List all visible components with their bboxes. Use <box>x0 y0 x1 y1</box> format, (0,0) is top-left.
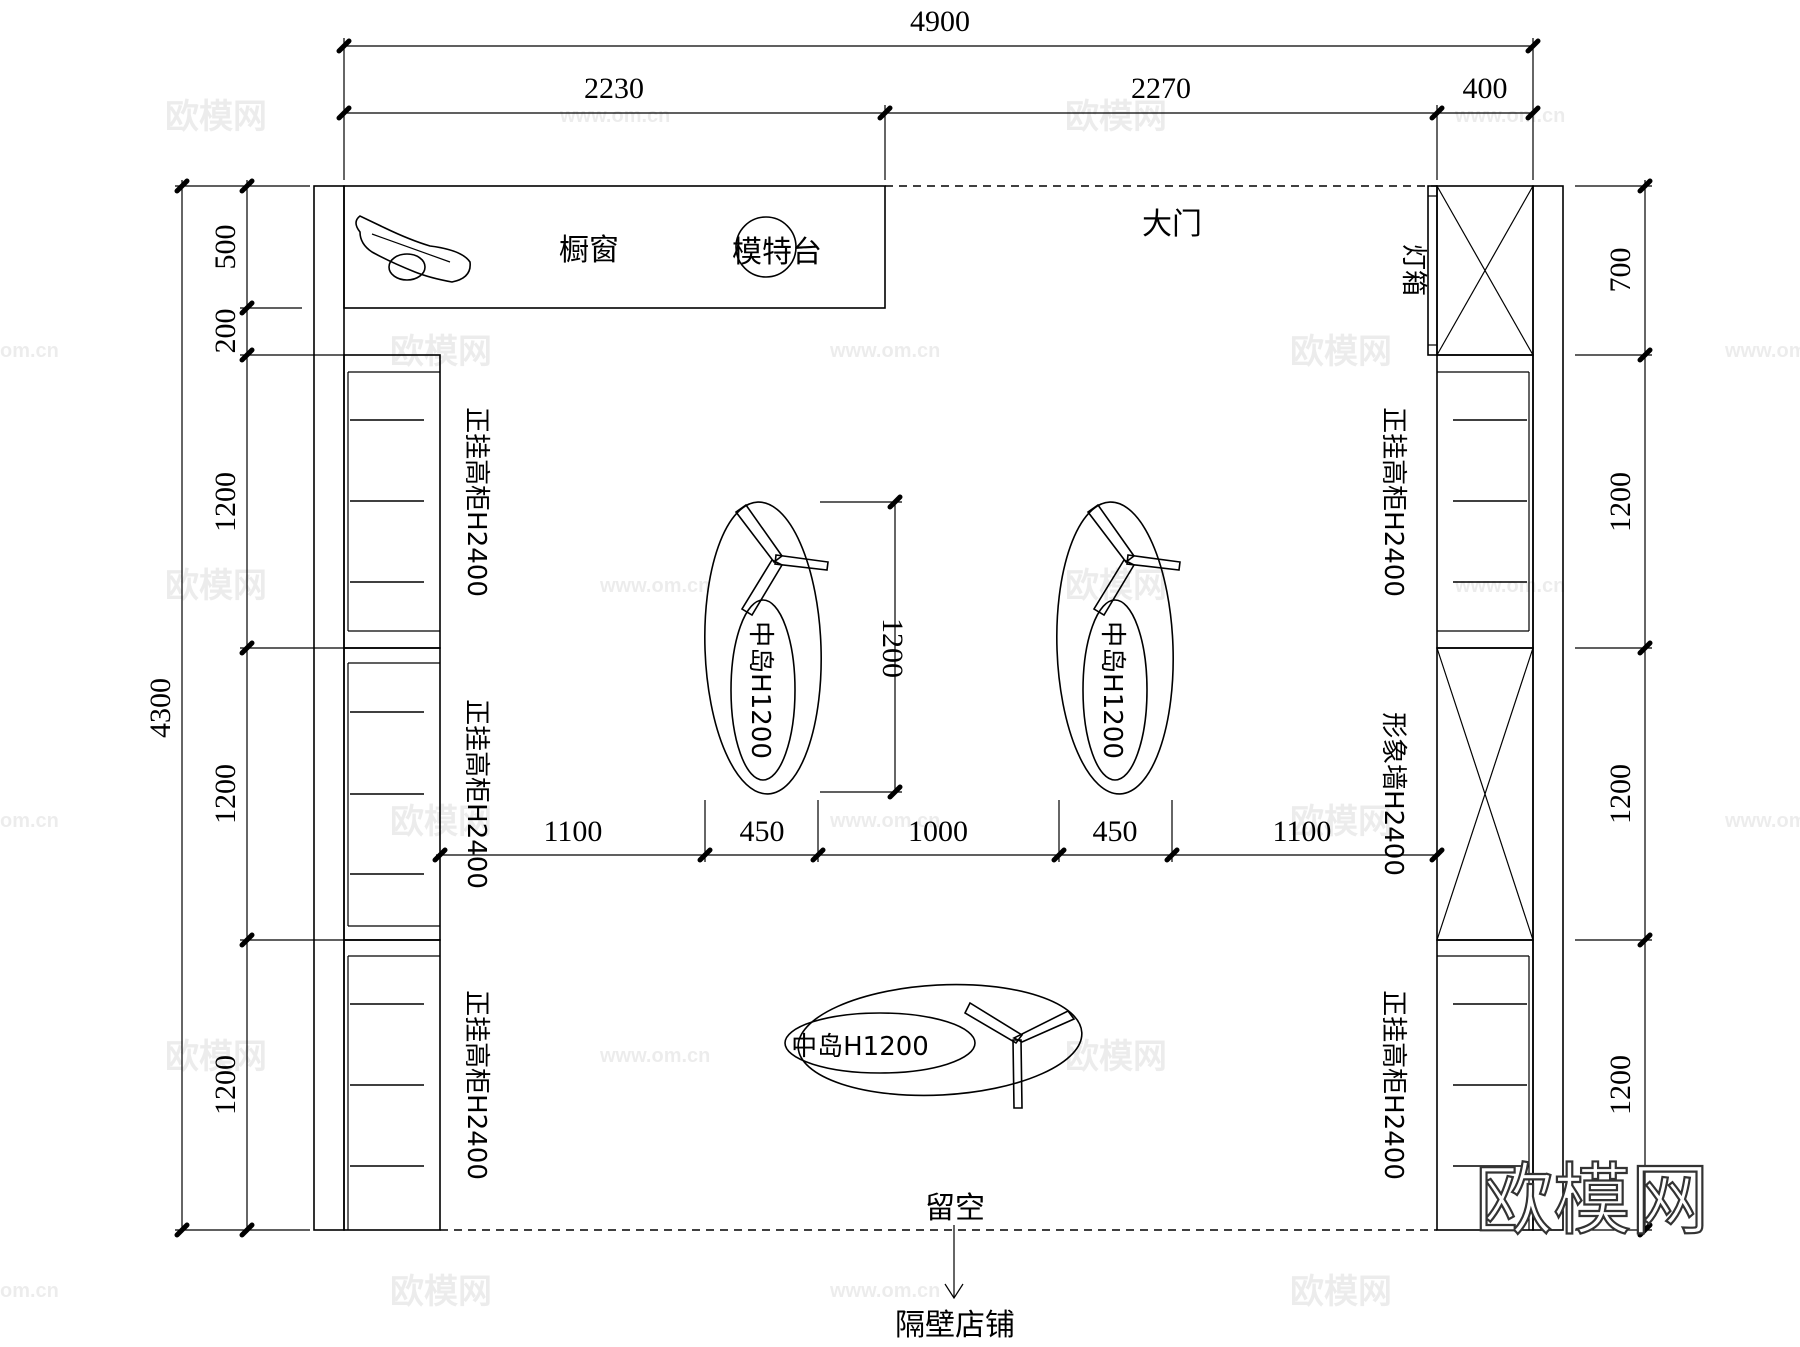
dim-h-1100-left: 1100 <box>544 815 603 848</box>
watermark-text: 欧模网 <box>1065 97 1167 137</box>
dim-island-height: 1200 <box>876 618 909 678</box>
watermark-url: www.om.cn <box>1454 575 1565 597</box>
dim-top-right: 400 <box>1463 72 1508 105</box>
left-cabinet-3: 正挂高柜H2400 <box>343 939 491 1231</box>
clothes-rack-icon <box>734 503 829 617</box>
top-dimension-chain: 4900 2230 2270 400 <box>336 5 1541 180</box>
island-right: 中岛H1200 <box>1056 501 1181 795</box>
watermark-url: www.om.cn <box>829 340 940 362</box>
right-wall <box>1532 185 1564 1231</box>
image-wall-label: 形象墙H2400 <box>1378 712 1408 876</box>
light-box: 灯箱 <box>1398 185 1534 356</box>
right-dimension-chain: 700 1200 1200 1200 <box>1575 178 1653 1238</box>
watermark-url: www.om.cn <box>1724 340 1800 362</box>
dim-left-1200-b: 1200 <box>209 764 242 824</box>
main-door-label: 大门 <box>1142 207 1202 242</box>
dim-left-1200-c: 1200 <box>209 1055 242 1115</box>
left-cabinet-1: 正挂高柜H2400 <box>343 354 491 649</box>
watermark-url: www.om.cn <box>829 1280 940 1302</box>
left-cabinet-3-label: 正挂高柜H2400 <box>461 990 491 1180</box>
right-cabinet-1: 正挂高柜H2400 <box>1378 354 1534 649</box>
watermark-text: 欧模网 <box>390 1272 492 1312</box>
watermark-text: 欧模网 <box>1065 1037 1167 1077</box>
island-bottom: 中岛H1200 <box>784 983 1083 1109</box>
watermark-url: www.om.cn <box>599 575 710 597</box>
watermark-layer: 欧模网 www.om.cn 欧模网 www.om.cn om.cn 欧模网 ww… <box>0 97 1800 1312</box>
dim-top-left: 2230 <box>584 72 644 105</box>
om-logo-watermark: 欧模网 <box>1475 1156 1709 1246</box>
window-platform <box>343 185 886 309</box>
island-left-label: 中岛H1200 <box>745 621 775 759</box>
island-height-dimension: 1200 <box>820 494 909 800</box>
left-wall <box>313 185 345 1231</box>
watermark-text: 欧模网 <box>1290 332 1392 372</box>
watermark-text: 欧模网 <box>1290 802 1392 842</box>
model-stage-icon <box>735 216 797 278</box>
dim-left-1200-a: 1200 <box>209 472 242 532</box>
horizontal-dimension-chain: 1100 450 1000 450 1100 <box>432 800 1445 863</box>
dim-right-1200-c: 1200 <box>1604 1055 1637 1115</box>
image-wall: 形象墙H2400 <box>1378 647 1534 941</box>
window-label: 橱窗 <box>559 233 619 268</box>
left-cabinet-1-label: 正挂高柜H2400 <box>461 407 491 597</box>
dim-overall-width: 4900 <box>910 5 970 38</box>
dim-right-700: 700 <box>1604 248 1637 293</box>
dim-h-450-right: 450 <box>1093 815 1138 848</box>
left-cabinet-2-label: 正挂高柜H2400 <box>461 699 491 889</box>
leave-open-label: 留空 <box>925 1191 985 1226</box>
dim-right-1200-a: 1200 <box>1604 472 1637 532</box>
watermark-url: om.cn <box>0 1280 59 1302</box>
island-left: 中岛H1200 <box>704 501 829 795</box>
watermark-url: www.om.cn <box>559 105 670 127</box>
right-cabinet-1-label: 正挂高柜H2400 <box>1378 407 1408 597</box>
next-shop-label: 隔壁店铺 <box>895 1308 1015 1343</box>
watermark-text: 欧模网 <box>165 97 267 137</box>
right-cabinet-3: 正挂高柜H2400 <box>1378 939 1534 1231</box>
dim-h-450-left: 450 <box>740 815 785 848</box>
left-dimension-chain: 4300 500 200 1200 1200 1200 <box>144 178 345 1238</box>
watermark-text: 欧模网 <box>1290 1272 1392 1312</box>
watermark-url: www.om.cn <box>599 1045 710 1067</box>
dim-right-1200-b: 1200 <box>1604 764 1637 824</box>
light-box-label: 灯箱 <box>1398 244 1428 296</box>
right-cabinet-3-label: 正挂高柜H2400 <box>1378 990 1408 1180</box>
dim-left-500: 500 <box>209 225 242 270</box>
mannequin-icon <box>355 215 471 283</box>
clothes-rack-icon <box>963 1001 1076 1109</box>
watermark-url: www.om.cn <box>1454 105 1565 127</box>
clothes-rack-icon <box>1086 503 1181 617</box>
arrow-down-icon <box>944 1225 964 1300</box>
island-right-label: 中岛H1200 <box>1097 621 1127 759</box>
watermark-text: 欧模网 <box>390 802 492 842</box>
watermark-url: www.om.cn <box>1724 810 1800 832</box>
watermark-url: www.om.cn <box>829 810 940 832</box>
watermark-url: om.cn <box>0 340 59 362</box>
island-bottom-label: 中岛H1200 <box>791 1032 929 1062</box>
watermark-url: om.cn <box>0 810 59 832</box>
dim-overall-depth: 4300 <box>144 678 177 738</box>
watermark-text: 欧模网 <box>390 332 492 372</box>
dim-h-1100-right: 1100 <box>1273 815 1332 848</box>
dim-top-middle: 2270 <box>1131 72 1191 105</box>
dim-left-200: 200 <box>209 309 242 354</box>
dim-h-1000: 1000 <box>908 815 968 848</box>
shop-window: 橱窗 模特台 <box>343 185 886 309</box>
watermark-text: 欧模网 <box>165 566 267 606</box>
left-cabinet-2: 正挂高柜H2400 <box>343 647 491 941</box>
model-stage-label: 模特台 <box>732 235 822 270</box>
